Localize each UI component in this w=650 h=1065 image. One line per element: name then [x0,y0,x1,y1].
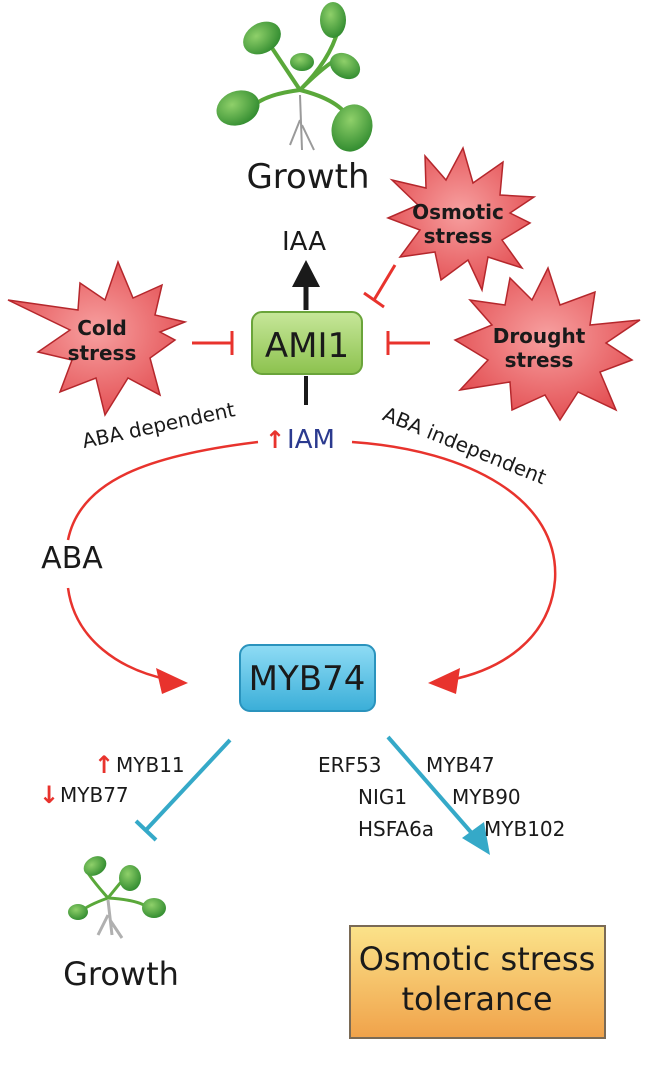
aba-dependent-curve-upper [66,440,259,541]
ami1-label: AMI1 [265,326,349,366]
osmotic-stress-label-2: stress [424,224,493,248]
growth-bottom-label: Growth [63,955,179,993]
drought-stress-star-icon [453,266,641,422]
myb11-label: MYB11 [116,753,185,777]
myb74-label: MYB74 [249,659,366,699]
aba-independent-arrowhead [428,668,460,694]
nig1-label: NIG1 [358,785,407,809]
myb77-label: MYB77 [60,783,129,807]
aba-independent-curve [351,440,557,682]
osmotic-stress-star-icon [385,146,537,293]
aba-label: ABA [41,541,103,576]
aba-dependent-curve-lower [66,587,171,682]
cold-stress-star-icon [7,259,188,417]
iaa-label: IAA [282,227,326,257]
myb74-tolerance-arrowhead [462,822,490,855]
osmotic-inhibition-line [363,264,397,309]
myb74-growth-inhibition-line [134,738,232,842]
tolerance-label-1: Osmotic stress [359,940,596,978]
drought-stress-label-1: Drought [493,324,586,348]
osmotic-stress-label-1: Osmotic [412,200,504,224]
growth-top-label: Growth [246,157,369,197]
myb102-label: MYB102 [484,817,565,841]
plant-top-icon [216,2,373,152]
tolerance-box [349,925,606,1039]
myb11-up-arrow-icon: ↑ [94,751,114,779]
tolerance-label-2: tolerance [401,980,552,1018]
erf53-label: ERF53 [318,753,382,777]
iam-label: IAM [287,425,335,455]
cold-inhibition-line [192,331,234,355]
myb90-label: MYB90 [452,785,521,809]
myb74-box [239,644,376,712]
drought-stress-label-2: stress [505,348,574,372]
iam-up-arrow-icon: ↑ [265,426,285,454]
iaa-arrowhead [292,260,320,287]
hsfa6a-label: HSFA6a [358,817,434,841]
myb47-label: MYB47 [426,753,495,777]
cold-stress-label-2: stress [68,341,137,365]
myb77-down-arrow-icon: ↓ [39,781,59,809]
plant-bottom-icon [68,856,166,939]
aba-dependent-arrowhead [156,668,188,694]
aba-independent-label: ABA independent [380,402,550,489]
drought-inhibition-line [386,331,430,355]
ami1-box [251,311,363,375]
myb74-tolerance-arrow [386,735,478,840]
cold-stress-label-1: Cold [77,316,127,340]
